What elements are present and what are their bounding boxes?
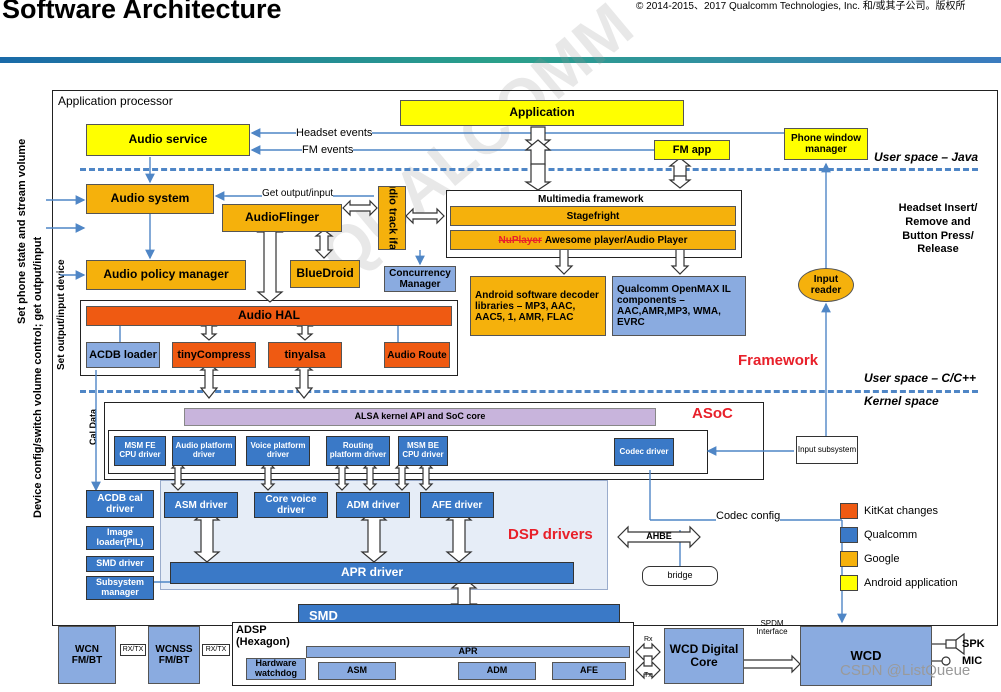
asm-driver-block: ASM driver <box>164 492 238 518</box>
audio-policy-manager-block: Audio policy manager <box>86 260 246 290</box>
apr-driver-block: APR driver <box>170 562 574 584</box>
voice-platform-block: Voice platform driver <box>246 436 310 466</box>
audio-route-block: Audio Route <box>384 342 450 368</box>
legend-item: Google <box>840 550 899 568</box>
fm-events-label: FM events <box>302 144 354 156</box>
csdn-watermark: CSDN @ListQueue <box>840 662 971 679</box>
fm-app-block: FM app <box>654 140 730 160</box>
audio-track-iface-block: Audio track iface <box>378 186 406 250</box>
input-subsystem-block: Input subsystem <box>796 436 858 464</box>
afe-block: AFE <box>552 662 626 680</box>
audio-service-block: Audio service <box>86 124 250 156</box>
mic-label: MIC <box>962 655 983 667</box>
phone-window-manager-block: Phone window manager <box>784 128 868 160</box>
legend-swatch <box>840 575 858 591</box>
legend-item: KitKat changes <box>840 502 938 520</box>
routing-platform-block: Routing platform driver <box>326 436 390 466</box>
asoc-label: ASoC <box>692 405 733 422</box>
asoc-frame <box>104 402 764 480</box>
smd-driver-block: SMD driver <box>86 556 154 572</box>
audio-hal-block: Audio HAL <box>86 306 452 326</box>
bluedroid-block: BlueDroid <box>290 260 360 288</box>
java-boundary-line <box>80 168 978 171</box>
legend-swatch <box>840 503 858 519</box>
headset-side-label: Headset Insert/ Remove and Button Press/… <box>898 202 978 256</box>
legend-item: Android application <box>840 574 958 592</box>
msm-be-block: MSM BE CPU driver <box>398 436 448 466</box>
concurrency-manager-block: Concurrency Manager <box>384 266 456 292</box>
afe-driver-block: AFE driver <box>420 492 494 518</box>
tinyalsa-block: tinyalsa <box>268 342 342 368</box>
ahbe-block: AHBE <box>646 531 672 542</box>
wcnss-block: WCNSS FM/BT <box>148 626 200 684</box>
audio-track-iface-label: Audio track iface <box>386 186 399 250</box>
acdb-cal-block: ACDB cal driver <box>86 490 154 518</box>
hw-watchdog-block: Hardware watchdog <box>246 658 306 680</box>
headset-events-label: Headset events <box>296 127 373 139</box>
page-title: Software Architecture <box>2 0 282 24</box>
audio-system-block: Audio system <box>86 184 214 214</box>
tx-label: Tx <box>644 672 652 679</box>
spdm-interface-label: SPDM Interface <box>756 619 788 637</box>
codec-driver-block: Codec driver <box>614 438 674 466</box>
qualcomm-openmax-block: Qualcomm OpenMAX IL components – AAC,AMR… <box>612 276 746 336</box>
asm-block: ASM <box>318 662 396 680</box>
nuplayer-label: NuPlayer <box>498 234 542 246</box>
framework-label: Framework <box>738 352 819 369</box>
wcd-block: WCD <box>800 626 932 686</box>
legend-item: Qualcomm <box>840 526 917 544</box>
application-block: Application <box>400 100 684 126</box>
smd-label: SMD <box>309 607 338 623</box>
alsa-kernel-block: ALSA kernel API and SoC core <box>184 408 656 426</box>
adsp-label: ADSP (Hexagon) <box>236 624 290 649</box>
adm-block: ADM <box>458 662 536 680</box>
get-output-input-label: Get output/input <box>262 188 334 199</box>
kernel-space-label: Kernel space <box>864 394 939 408</box>
wcn-block: WCN FM/BT <box>58 626 116 684</box>
legend-label: Qualcomm <box>864 529 918 541</box>
input-reader-block: Input reader <box>798 268 854 302</box>
stagefright-block: Stagefright <box>450 206 736 226</box>
adm-driver-block: ADM driver <box>336 492 410 518</box>
rxtx-right-label: RX/TX <box>202 644 230 656</box>
rx-label: Rx <box>644 636 653 643</box>
audioflinger-block: AudioFlinger <box>222 204 342 232</box>
acdb-loader-block: ACDB loader <box>86 342 160 368</box>
core-voice-block: Core voice driver <box>254 492 328 518</box>
bridge-block: bridge <box>642 566 718 586</box>
legend-swatch <box>840 527 858 543</box>
legend-label: Google <box>864 553 900 565</box>
spk-label: SPK <box>962 638 985 650</box>
wcd-digital-core-block: WCD Digital Core <box>664 628 744 684</box>
multimedia-framework-frame <box>446 190 742 258</box>
header-rule <box>0 57 1001 63</box>
codec-config-label: Codec config <box>716 510 781 522</box>
android-decoder-block: Android software decoder libraries – MP3… <box>470 276 606 336</box>
user-space-c-label: User space – C/C++ <box>864 371 977 385</box>
subsystem-manager-block: Subsystem manager <box>86 576 154 600</box>
dsp-drivers-label: DSP drivers <box>508 526 593 543</box>
rxtx-left-label: RX/TX <box>120 644 146 656</box>
application-processor-label: Application processor <box>58 94 173 108</box>
image-loader-block: Image loader(PIL) <box>86 526 154 550</box>
legend-label: KitKat changes <box>864 505 938 517</box>
tinycompress-block: tinyCompress <box>172 342 256 368</box>
native-boundary-line <box>80 390 978 393</box>
apr-block: APR <box>306 646 630 658</box>
msm-fe-block: MSM FE CPU driver <box>114 436 166 466</box>
audio-platform-block: Audio platform driver <box>172 436 236 466</box>
legend-swatch <box>840 551 858 567</box>
legend-label: Android application <box>864 577 958 589</box>
multimedia-framework-label: Multimedia framework <box>538 194 644 205</box>
user-space-java-label: User space – Java <box>874 150 979 164</box>
copyright-notice: © 2014-2015、2017 Qualcomm Technologies, … <box>636 1 966 12</box>
awesome-player-label: Awesome player/Audio Player <box>544 234 688 246</box>
